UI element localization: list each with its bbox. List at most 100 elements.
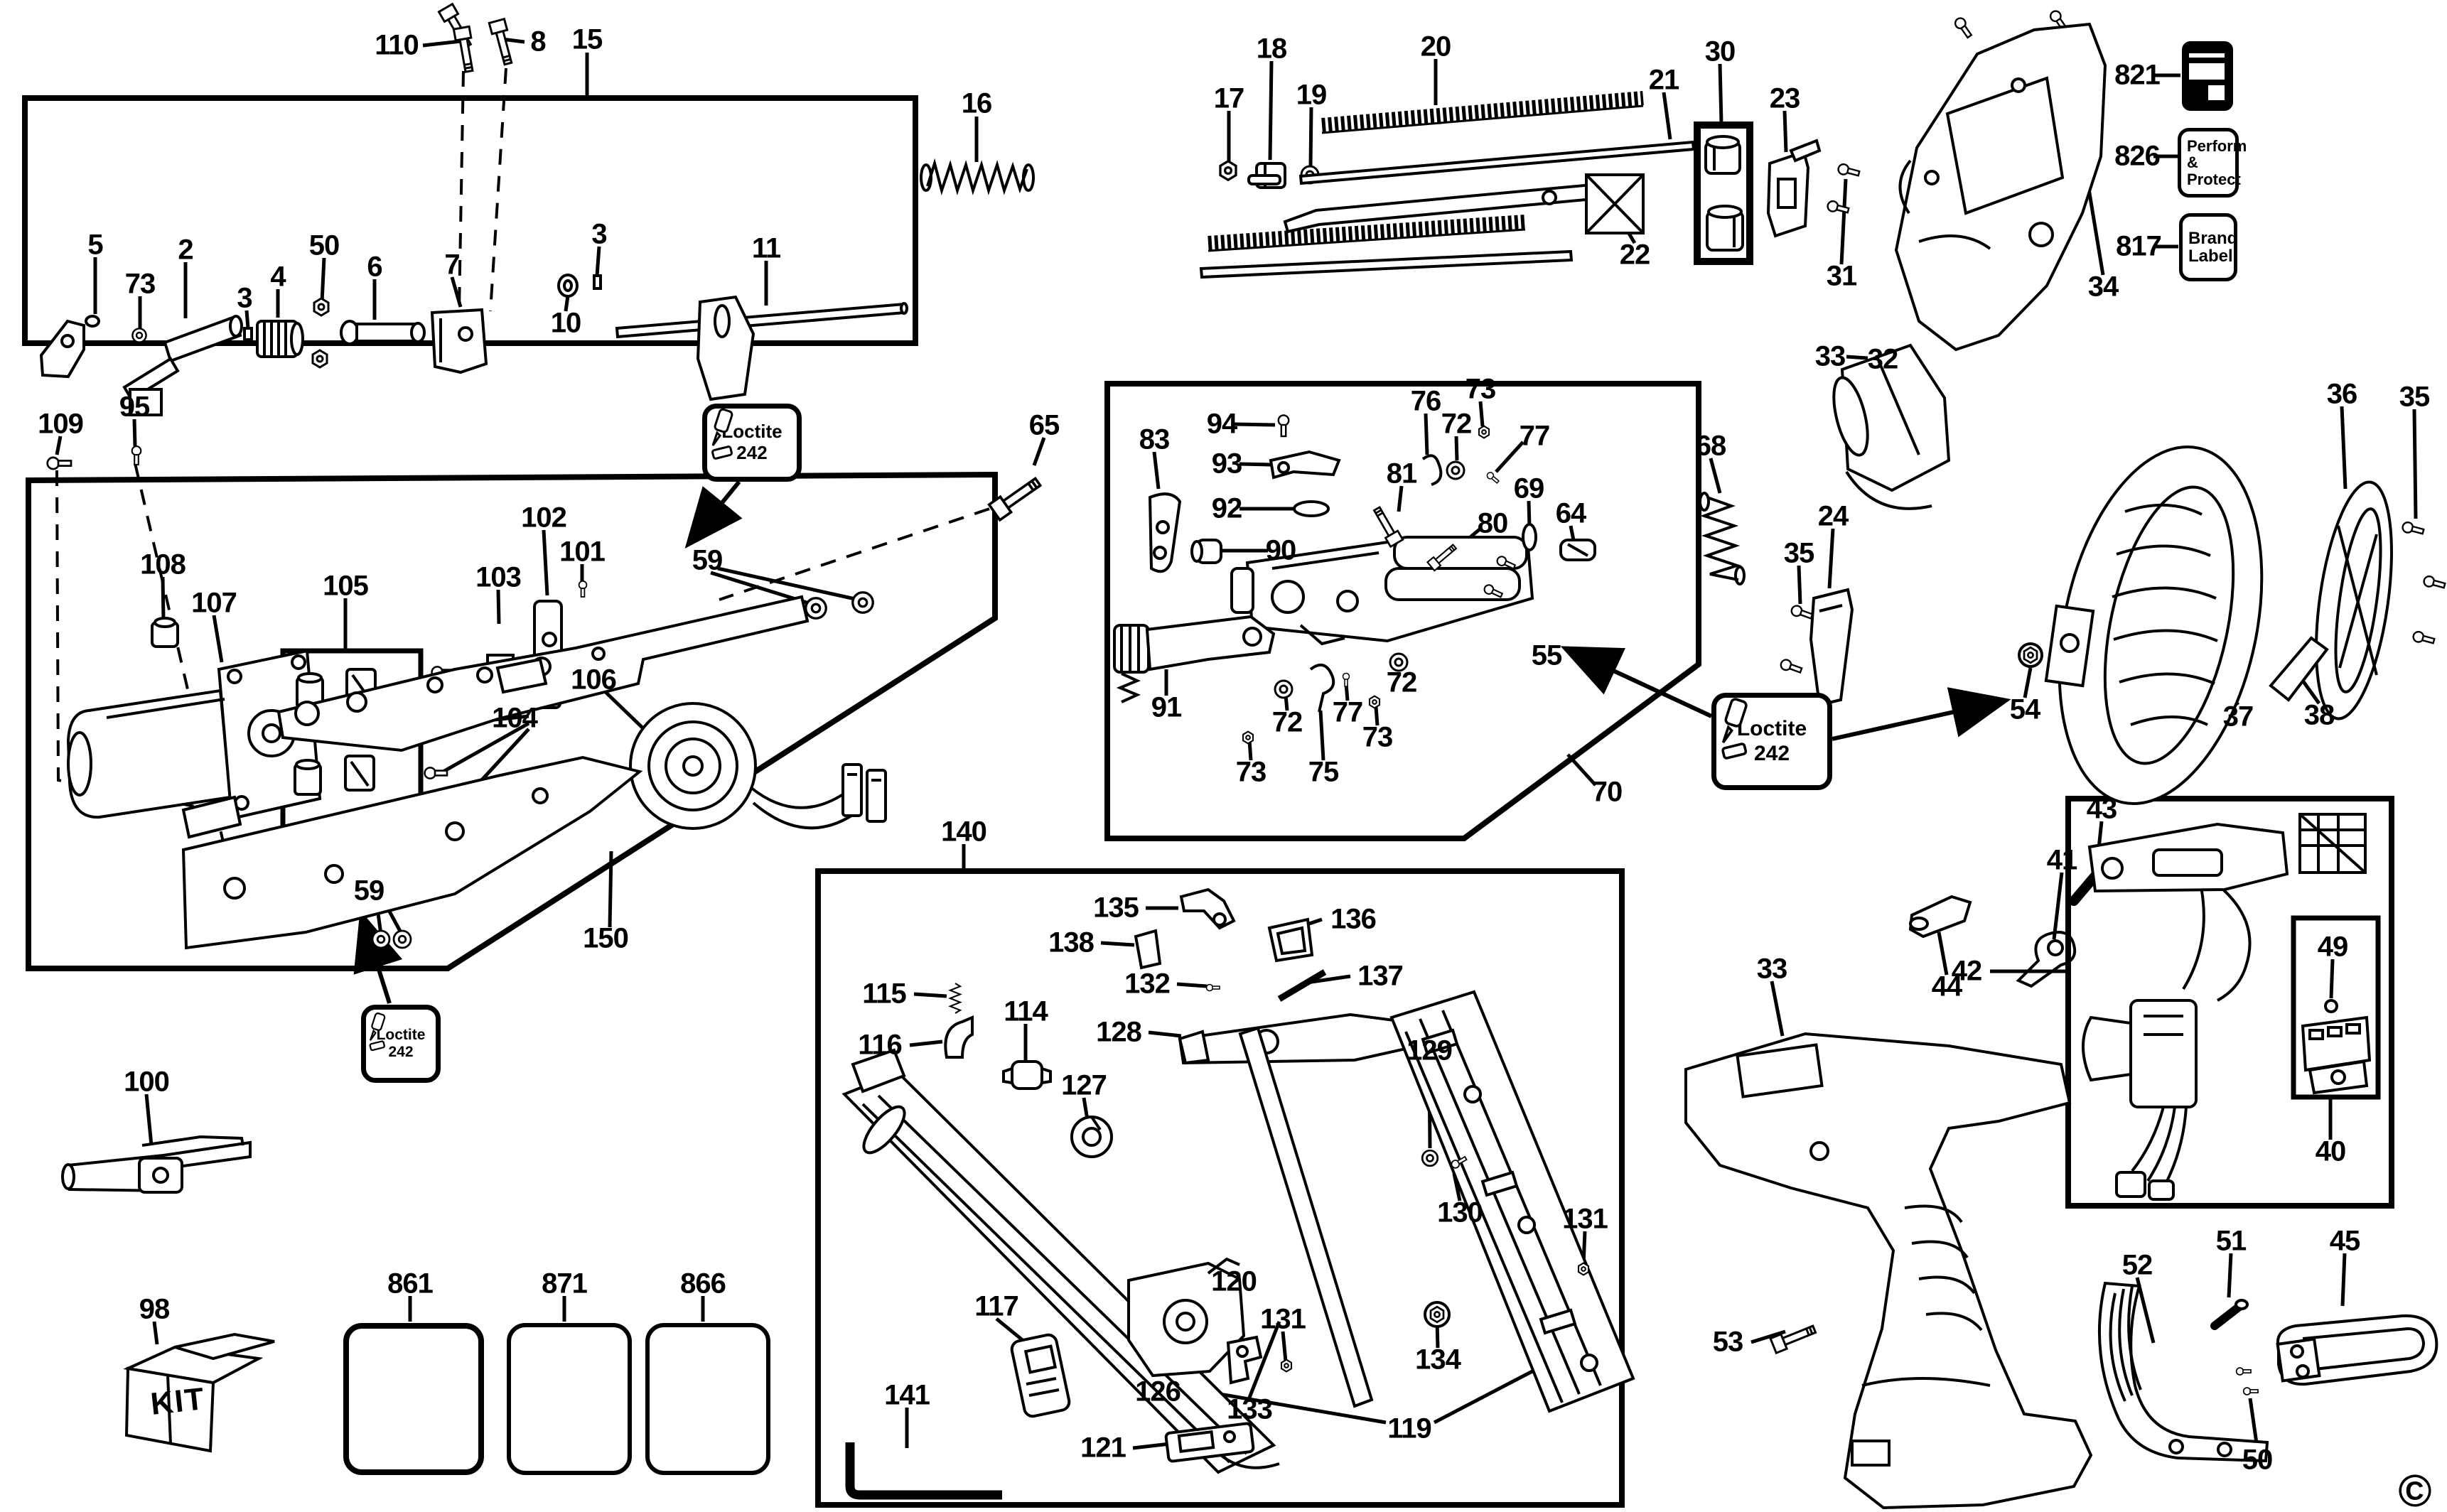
- part-59b-plate: [181, 755, 643, 950]
- part-83-lever: [1148, 492, 1182, 573]
- part-50a: [2235, 1366, 2252, 1376]
- part-callout-76-50: 76: [1410, 385, 1441, 417]
- assembly-box-49: [2291, 915, 2381, 1100]
- part-callout-108-32: 108: [140, 549, 186, 580]
- part-callout-22-22: 22: [1619, 239, 1650, 271]
- part-116-hook: [944, 1015, 974, 1059]
- assembly-box-140: [815, 868, 1625, 1508]
- leader-lines: [55, 29, 2418, 1450]
- part-callout-49-107: 49: [2317, 931, 2348, 963]
- part-callout-72-52: 72: [1441, 408, 1472, 440]
- part-callout-102-36: 102: [521, 502, 567, 534]
- part-callout-861-76: 861: [387, 1268, 434, 1300]
- part-93-lever: [1269, 450, 1341, 480]
- part-22-carrier: [1283, 173, 1645, 234]
- kit-box-text: KIT: [149, 1381, 208, 1422]
- part-35a2: [1778, 657, 1805, 676]
- part-callout-3-12: 3: [591, 218, 607, 250]
- part-callout-45-112: 45: [2329, 1225, 2360, 1257]
- part-callout-43-105: 43: [2086, 793, 2117, 825]
- part-callout-5-4: 5: [87, 229, 103, 261]
- part-131b: [1577, 1262, 1590, 1276]
- part-callout-44-103: 44: [1931, 971, 1962, 1003]
- part-36-cap: [2315, 480, 2393, 720]
- part-72c: [1274, 679, 1294, 699]
- part-11-rod: [615, 302, 908, 339]
- part-sketches: [39, 2, 2447, 1510]
- part-94-pin: [1277, 414, 1290, 438]
- part-70-valve-assembly: [1230, 535, 1534, 646]
- part-37-fan: [2044, 445, 2264, 806]
- part-callout-23-21: 23: [1769, 82, 1800, 114]
- part-137-rod: [1277, 969, 1327, 1002]
- part-callout-50-113: 50: [2242, 1444, 2273, 1476]
- part-53-pin: [1769, 1320, 1819, 1355]
- part-10: [557, 274, 579, 298]
- part-callout-115-86: 115: [862, 978, 907, 1010]
- part-135: [1179, 887, 1236, 930]
- part-21b-rod: [1199, 249, 1574, 279]
- part-callout-109-30: 109: [38, 408, 84, 440]
- part-callout-18-16: 18: [1256, 33, 1287, 65]
- part-callout-35-68: 35: [1783, 537, 1814, 569]
- part-callout-140-79: 140: [941, 816, 987, 848]
- part-callout-69-56: 69: [1513, 472, 1544, 504]
- part-callout-100-74: 100: [124, 1066, 170, 1098]
- part-callout-34-26: 34: [2087, 271, 2119, 303]
- part-callout-38-72: 38: [2303, 699, 2335, 731]
- part-callout-106-39: 106: [571, 664, 617, 696]
- part-126-pusher: [1127, 1257, 1246, 1378]
- part-3b: [593, 274, 602, 290]
- loctite-note-3: Loctite 242: [1711, 693, 1832, 790]
- part-callout-20-18: 20: [1420, 31, 1451, 63]
- part-77b: [1342, 672, 1350, 687]
- part-callout-866-78: 866: [680, 1268, 726, 1300]
- part-7: [430, 308, 488, 374]
- product-label-icon-821: [2182, 41, 2233, 111]
- part-callout-55-58: 55: [1531, 639, 1562, 671]
- part-75-clip: [1309, 664, 1335, 713]
- perform-line: Perform: [2187, 137, 2247, 156]
- part-magazine-right-rail: [1389, 990, 1635, 1413]
- assembly-box-15: [22, 95, 918, 346]
- part-callout-41-104: 41: [2046, 844, 2077, 876]
- brand-line: Label: [2188, 247, 2233, 266]
- part-callout-93-46: 93: [1211, 448, 1242, 480]
- part-50b: [311, 349, 328, 369]
- part-callout-98-75: 98: [139, 1293, 170, 1325]
- battery-866-frame: [645, 1323, 770, 1475]
- brand-label-817: Brand Label: [2179, 213, 2237, 281]
- part-callout-33-102: 33: [1756, 953, 1787, 985]
- part-callout-120-94: 120: [1211, 1265, 1257, 1297]
- part-callout-42-106: 42: [1951, 955, 1982, 987]
- part-50b2: [2242, 1386, 2259, 1396]
- part-callout-2-6: 2: [178, 234, 193, 266]
- part-138: [1134, 929, 1162, 970]
- glue-bottle-icon: [711, 409, 733, 460]
- part-callout-59-40: 59: [692, 544, 723, 576]
- loctite-number: 242: [736, 442, 768, 463]
- part-91-arm: [1113, 615, 1276, 703]
- part-callout-68-66: 68: [1695, 430, 1726, 462]
- loctite-number: 242: [1753, 741, 1790, 765]
- part-callout-134-97: 134: [1415, 1344, 1461, 1376]
- part-callout-64-57: 64: [1555, 497, 1586, 529]
- kitbox-861-frame: [343, 1323, 484, 1475]
- part-callout-127-89: 127: [1061, 1069, 1107, 1101]
- part-104c: [423, 766, 448, 780]
- part-114-grommet: [1002, 1060, 1052, 1090]
- part-76-clip: [1421, 454, 1443, 486]
- part-2: [122, 315, 243, 416]
- part-133-blade: [1238, 1026, 1374, 1408]
- part-callout-65-41: 65: [1028, 409, 1060, 441]
- part-1: [39, 319, 85, 379]
- part-callout-75-64: 75: [1308, 756, 1339, 788]
- part-41-clip: [2016, 931, 2077, 988]
- part-35b2: [2421, 573, 2447, 592]
- part-callout-81-54: 81: [1386, 458, 1417, 490]
- part-54-nut: [2018, 642, 2043, 668]
- part-callout-817-29: 817: [2116, 230, 2162, 262]
- part-callout-83-45: 83: [1139, 423, 1170, 455]
